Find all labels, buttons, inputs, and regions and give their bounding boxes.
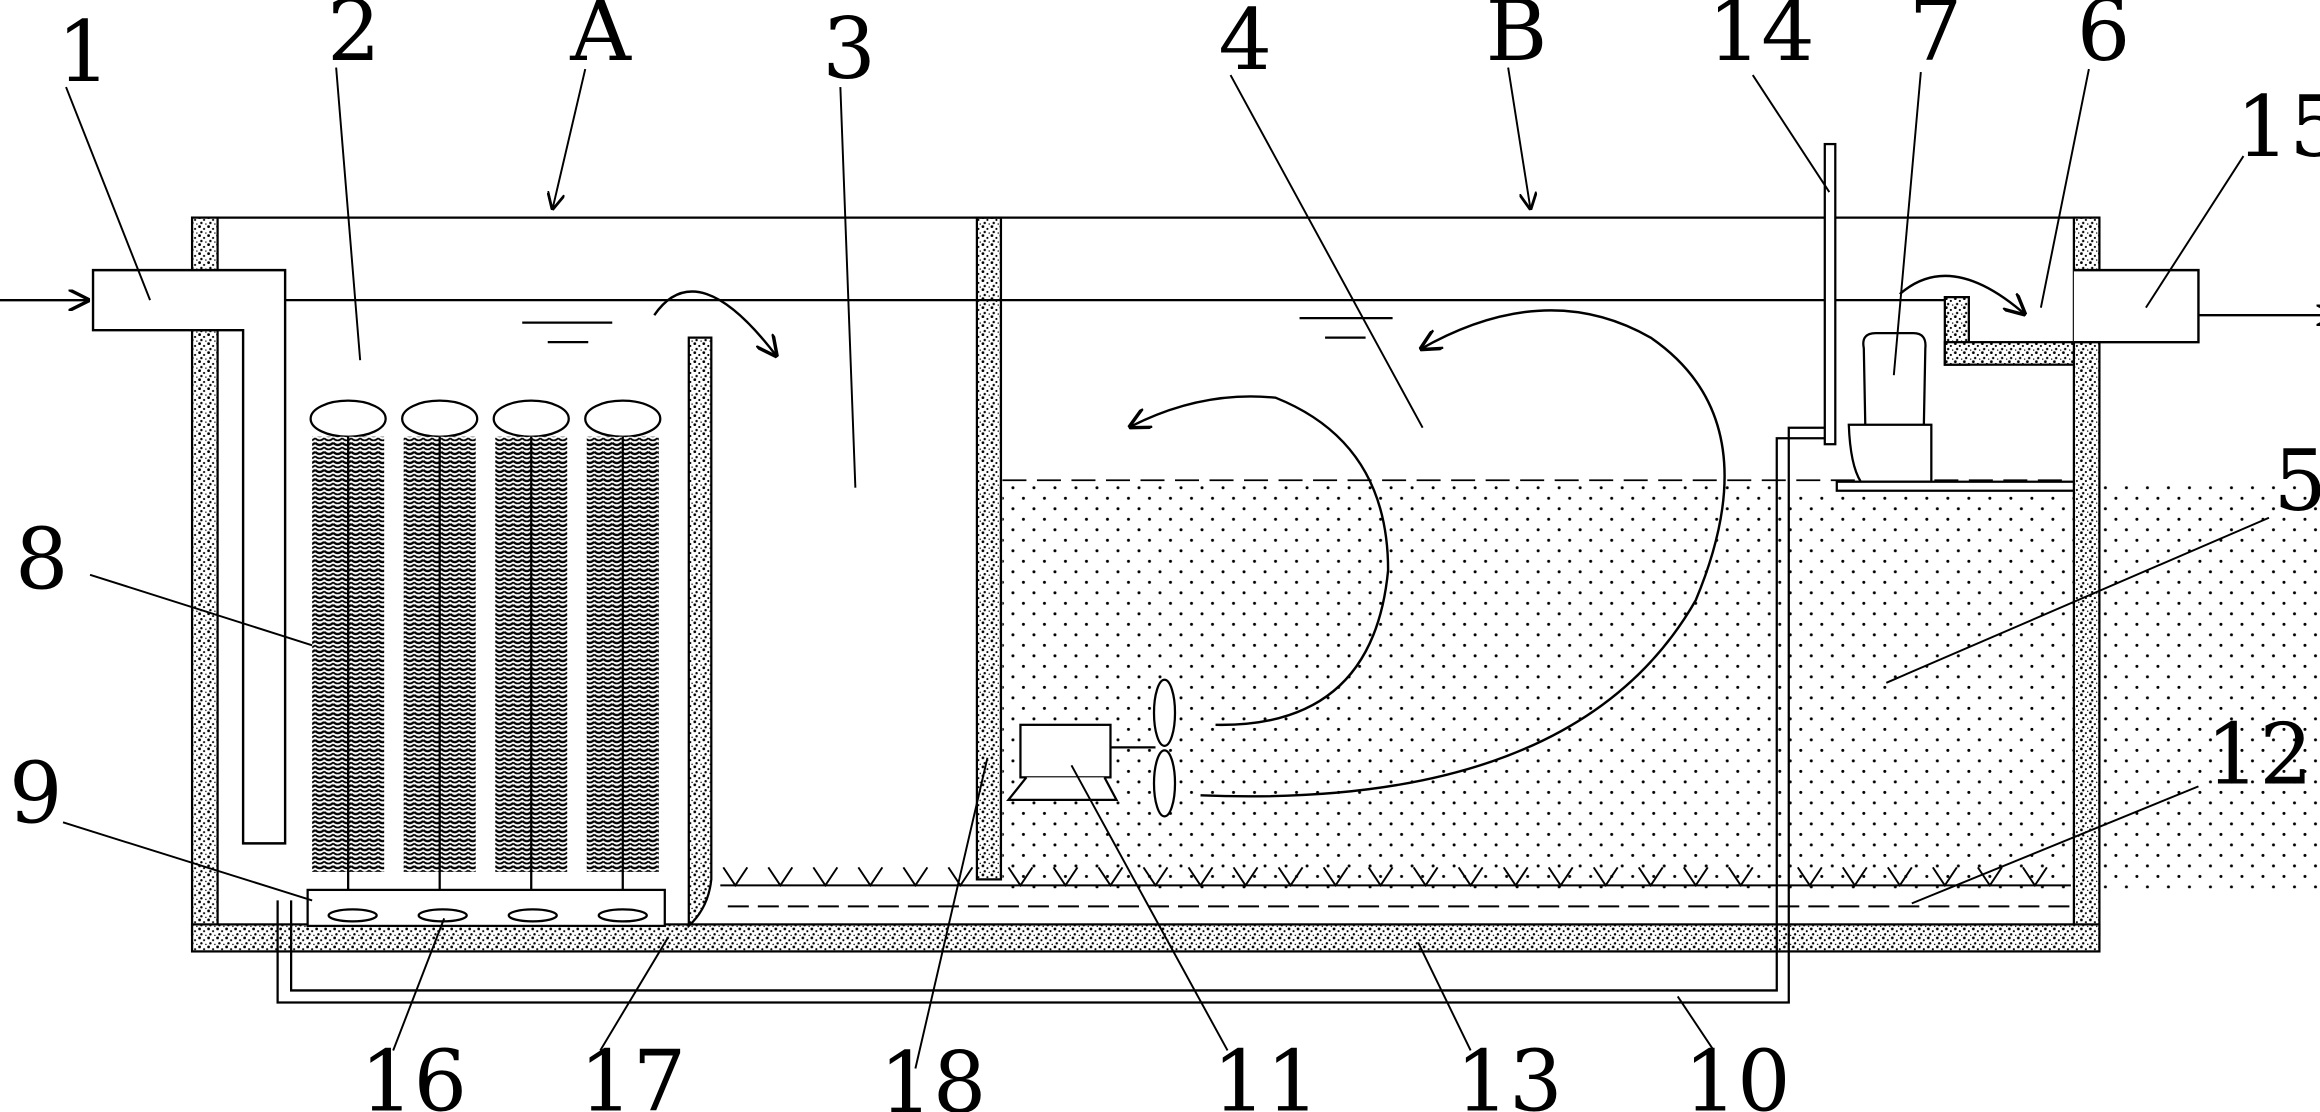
label-2: 2 [327, 0, 380, 80]
label-1: 1 [57, 3, 110, 101]
left-wall [190, 216, 219, 937]
label-13: 13 [1456, 1032, 1563, 1112]
outflow-arrow [1899, 274, 2026, 315]
circulation-large-arrow [1200, 309, 1726, 798]
flow-arrows [653, 274, 2026, 798]
circulation-small-arrow [1128, 395, 1390, 727]
label-14: 14 [1708, 0, 1815, 80]
baffle-wall-17 [687, 336, 713, 929]
label-4: 4 [1219, 0, 1272, 89]
brush-filters [309, 399, 662, 893]
label-16: 16 [360, 1032, 467, 1112]
outlet-pipe [2073, 268, 2320, 344]
label-15: 15 [2236, 78, 2320, 176]
label-7: 7 [1909, 0, 1962, 80]
leader-lines [62, 67, 2270, 1069]
brush-filter [401, 399, 479, 893]
aerator-base [306, 888, 666, 928]
label-17: 17 [579, 1032, 686, 1112]
brush-filter [492, 399, 570, 893]
return-pipe [276, 426, 1831, 1004]
partition-wall [975, 216, 1003, 881]
aerobic-water-zone [1002, 438, 2320, 889]
label-B: B [1486, 0, 1548, 80]
label-9: 9 [9, 744, 62, 842]
label-A: A [569, 0, 632, 80]
outlet-channel [1943, 341, 2076, 366]
pump [1835, 332, 2076, 492]
label-8: 8 [15, 510, 68, 608]
label-10: 10 [1684, 1032, 1791, 1112]
label-3: 3 [822, 0, 875, 98]
label-12: 12 [2206, 705, 2313, 803]
aeration-pipe [720, 866, 2071, 908]
label-6: 6 [2077, 0, 2130, 80]
brush-filter [584, 399, 662, 893]
submersible-mixer [1006, 678, 1177, 818]
label-11: 11 [1213, 1032, 1320, 1112]
level-probe [1823, 142, 1837, 446]
water-level-symbols [522, 317, 1393, 344]
label-18: 18 [879, 1034, 986, 1112]
bottom-slab [190, 923, 2101, 953]
inlet-pipe [0, 268, 287, 845]
callout-labels: 1 2 A 3 4 B 14 7 6 15 8 5 9 12 16 17 18 … [9, 0, 2320, 1112]
overflow-arrow [653, 290, 777, 358]
diffuser-row [722, 866, 2048, 888]
label-5: 5 [2273, 432, 2320, 530]
brush-filter [309, 399, 387, 893]
